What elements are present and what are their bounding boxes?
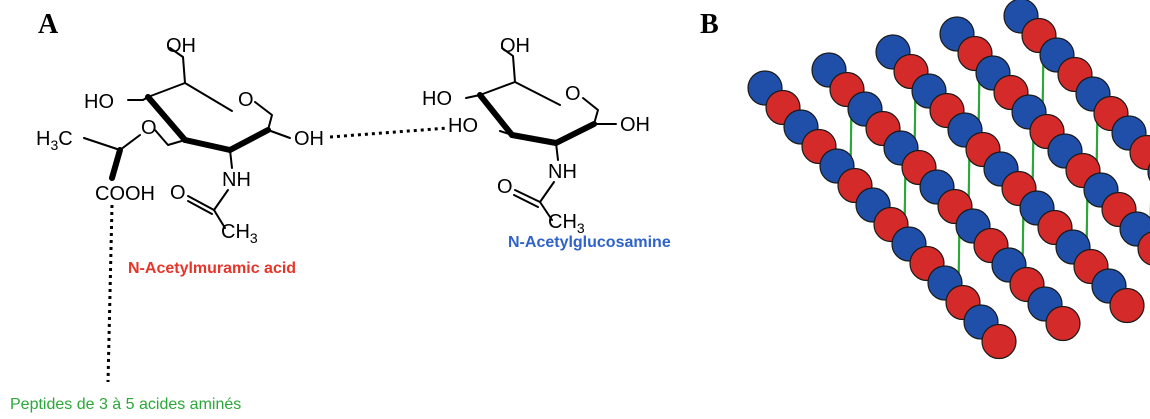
murnac-ring-oxygen: O	[238, 89, 254, 111]
methyl-h3c: H3C	[36, 128, 73, 153]
murnac-bead	[1137, 231, 1150, 266]
murnac-bead	[981, 323, 1017, 360]
murnac-bead	[1045, 305, 1081, 342]
glcnac-oh-anomeric: OH	[620, 114, 650, 136]
glcnac-acetyl	[513, 181, 555, 221]
glcnac-ho-left: HO	[422, 88, 452, 110]
peptide-link-dotted	[106, 204, 114, 383]
lactyl-group	[83, 134, 141, 181]
glcnac-nh: NH	[548, 161, 577, 183]
chemical-structure: OH HO O OH O NH H3C COOH O CH3	[36, 35, 650, 383]
murnac-bead	[1129, 134, 1150, 171]
label-peptides: Peptides de 3 à 5 acides aminés	[10, 396, 241, 413]
glcnac-ho-c4: HO	[448, 115, 478, 137]
peptidoglycan-lattice	[747, 0, 1150, 360]
glcnac-oh-top: OH	[500, 35, 530, 57]
murnac-acetyl-ch3: CH3	[221, 221, 258, 246]
murnac-bead	[1109, 287, 1145, 324]
glcnac-ring	[465, 47, 617, 161]
murnac-oh-top: OH	[166, 35, 196, 57]
murnac-nh: NH	[222, 169, 251, 191]
carboxyl-cooh: COOH	[95, 183, 155, 205]
panel-label-a: A	[38, 9, 59, 40]
murnac-acetyl-oxygen: O	[170, 182, 186, 204]
murnac-oh-anomeric: OH	[294, 128, 324, 150]
glcnac-ring-oxygen: O	[565, 83, 581, 105]
murnac-ring	[127, 47, 291, 169]
murnac-acetyl	[187, 189, 229, 229]
panel-label-b: B	[700, 9, 719, 40]
label-glcnac: N-Acetylglucosamine	[508, 234, 671, 251]
glycan-beads	[747, 0, 1150, 360]
murnac-ether-oxygen: O	[141, 117, 157, 139]
glcnac-acetyl-oxygen: O	[497, 176, 513, 198]
murnac-ho-left: HO	[84, 91, 114, 113]
glcnac-acetyl-ch3: CH3	[548, 211, 585, 236]
label-murnac: N-Acetylmuramic acid	[128, 260, 296, 277]
glycosidic-bond-dotted	[329, 126, 449, 139]
